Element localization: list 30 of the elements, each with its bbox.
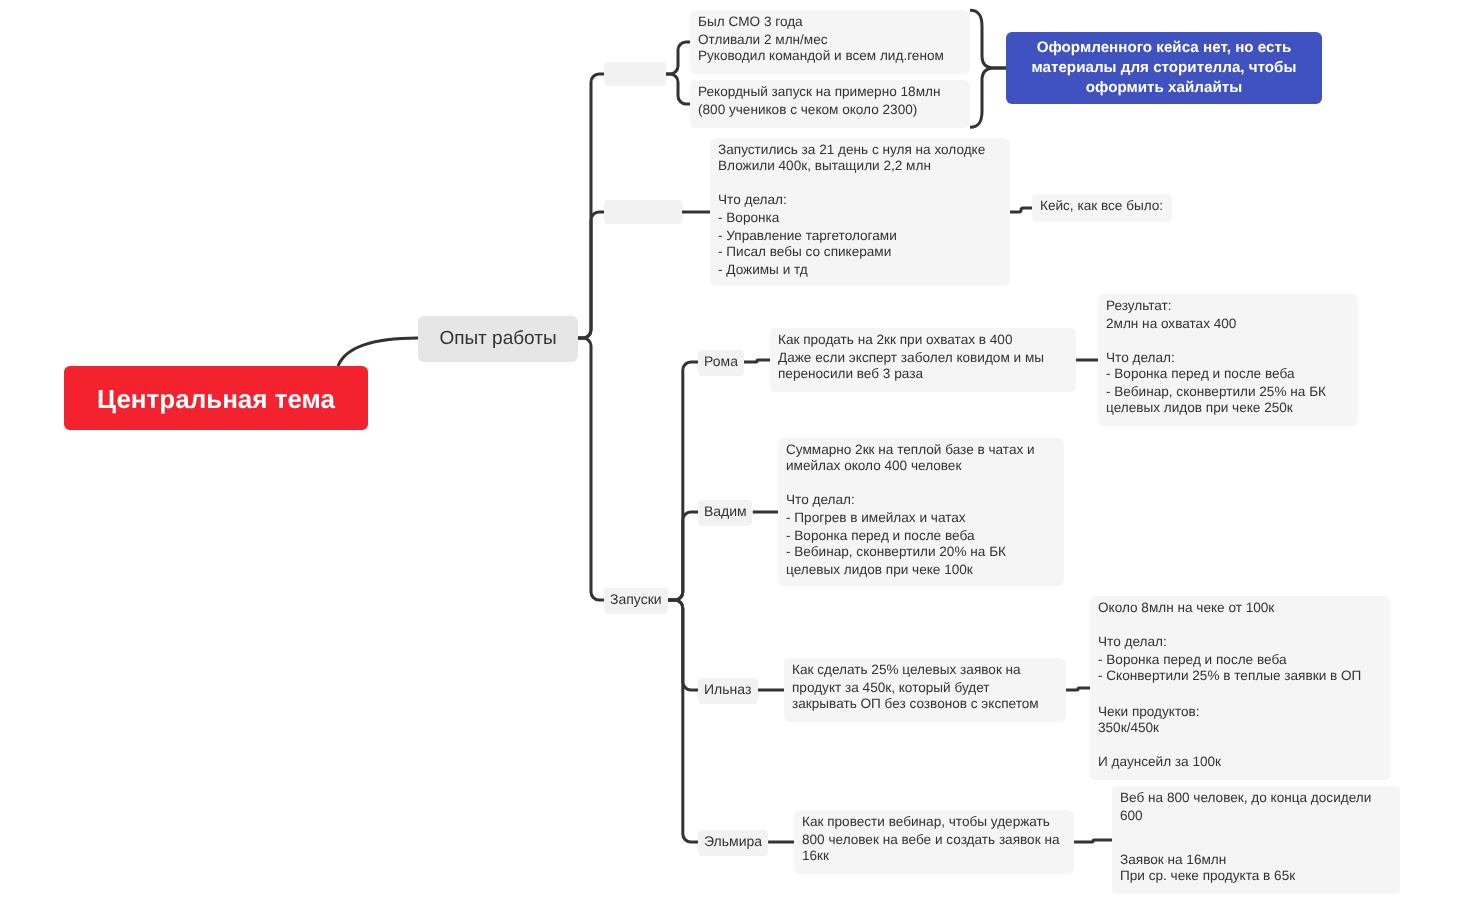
connector-line — [757, 688, 784, 692]
note-card — [794, 810, 1074, 874]
topic-label: Опыт работы — [418, 315, 578, 361]
blank-topic-box — [604, 62, 666, 86]
connector-line — [743, 358, 770, 364]
connector-line — [336, 336, 419, 367]
connector-line — [1010, 206, 1032, 214]
connector-line — [667, 598, 698, 844]
connector-line — [768, 840, 794, 844]
connector-line — [752, 510, 778, 514]
note-card — [1112, 786, 1400, 894]
connector-line — [1066, 686, 1090, 692]
note-card — [690, 80, 970, 128]
connector-line — [578, 336, 604, 602]
central-topic: Центральная тема — [64, 366, 368, 430]
note-card — [1090, 596, 1390, 780]
connector-line — [578, 210, 604, 340]
connector-line — [682, 210, 710, 214]
note-card — [784, 658, 1066, 722]
note-card — [1032, 193, 1172, 223]
note-card — [690, 10, 970, 74]
connector-line — [1076, 358, 1098, 362]
blank-topic-box — [604, 200, 682, 224]
note-card — [770, 328, 1076, 392]
note-card — [710, 137, 1010, 287]
connector-line — [666, 72, 690, 106]
connector-line — [666, 40, 690, 76]
connector-line — [1074, 838, 1112, 844]
note-card — [1098, 293, 1358, 427]
note-card — [778, 437, 1064, 587]
